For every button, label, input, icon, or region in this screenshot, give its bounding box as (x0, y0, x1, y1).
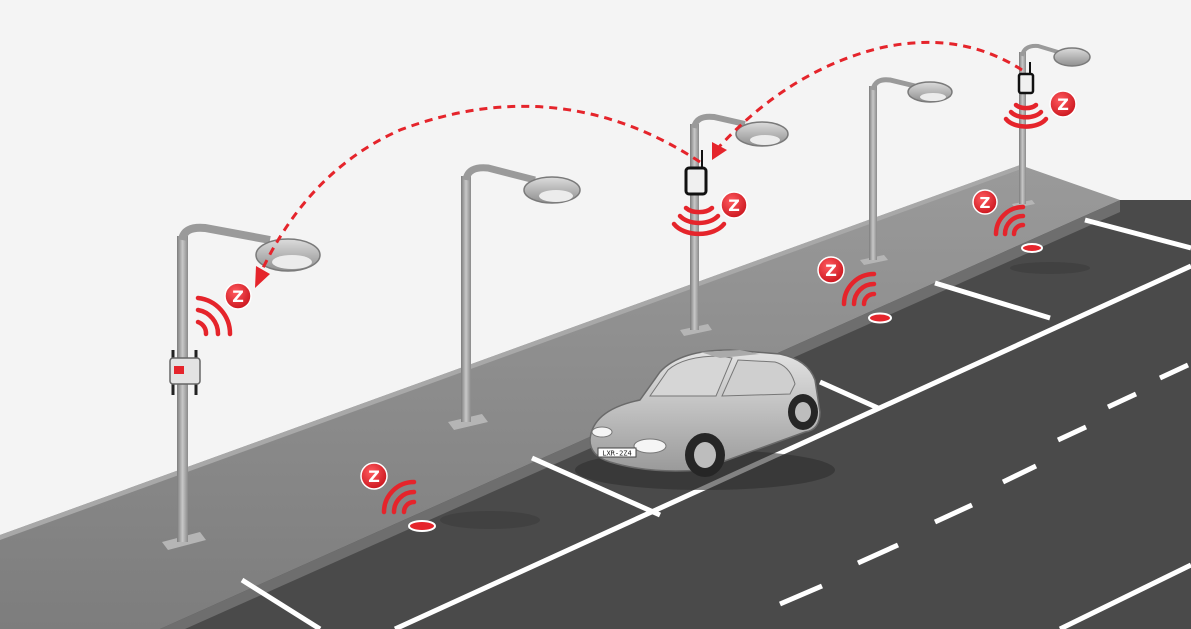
svg-text:Z: Z (232, 287, 244, 306)
parking-divider-3 (818, 379, 880, 411)
ground-sensor-3 (1021, 243, 1043, 253)
z-badge-gateway: Z (224, 282, 252, 310)
parking-divider-2 (530, 455, 662, 518)
svg-text:Z: Z (368, 467, 380, 486)
lane-dashes (779, 362, 1190, 607)
street-lamp-1 (162, 223, 321, 550)
parked-car: LXR-2Z4 (575, 349, 835, 490)
street-lamp-4 (860, 77, 953, 265)
z-badge-sensor-2: Z (817, 256, 845, 284)
link-repeater1-to-gateway (260, 104, 701, 271)
parking-divider-5 (1084, 217, 1191, 251)
street-lamp-3 (680, 113, 789, 336)
mesh-links (260, 40, 1023, 271)
z-badge-sensor-1: Z (360, 462, 388, 490)
z-badge-sensor-3: Z (972, 189, 998, 215)
curb-top (0, 165, 1024, 540)
license-plate: LXR-2Z4 (602, 450, 632, 458)
link-arrowheads (255, 142, 727, 288)
ground-sensor-1 (408, 520, 436, 532)
z-badge-repeater-1: Z (720, 191, 748, 219)
parking-divider-1 (240, 577, 322, 629)
svg-text:Z: Z (728, 196, 740, 215)
signal-waves (195, 102, 1049, 515)
link-repeater2-to-repeater1 (716, 40, 1023, 150)
z-badge-group: Z Z Z Z Z Z (224, 90, 1077, 490)
repeater-device-1 (684, 150, 708, 196)
ground-sensor-2 (868, 312, 892, 324)
street-lamp-2 (448, 164, 581, 430)
sidewalk (0, 165, 1120, 629)
parking-divider-4 (934, 280, 1051, 321)
ground-sensors (408, 243, 1043, 532)
svg-text:Z: Z (980, 194, 991, 212)
parking-bay-lines (240, 217, 1191, 629)
road-edge-line (1058, 562, 1191, 629)
svg-text:Z: Z (825, 261, 837, 280)
z-badge-repeater-2: Z (1049, 90, 1077, 118)
repeater-device-2 (1017, 62, 1035, 95)
parking-line (393, 263, 1191, 629)
gateway-device (169, 350, 201, 395)
svg-text:Z: Z (1057, 95, 1069, 114)
